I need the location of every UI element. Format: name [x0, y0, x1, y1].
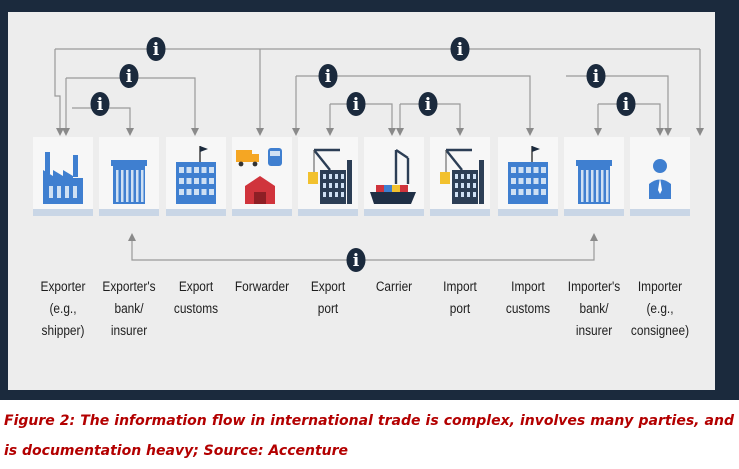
tile-export-port: [298, 137, 358, 216]
tile-background: [364, 137, 424, 216]
svg-text:i: i: [593, 67, 600, 87]
tile-base: [298, 209, 358, 216]
party-label-importer: Importer (e.g., consignee): [630, 279, 690, 338]
tile-import-port: [430, 137, 490, 216]
svg-text:i: i: [97, 95, 104, 115]
svg-text:i: i: [126, 67, 133, 87]
party-label-forwarder: Forwarder: [234, 279, 290, 294]
party-label-export-customs: Export customs: [173, 279, 219, 316]
info-badge-icon: i: [346, 92, 366, 116]
svg-text:i: i: [325, 67, 332, 87]
info-badge-icon: i: [616, 92, 636, 116]
tile-background: [232, 137, 292, 216]
svg-text:i: i: [353, 95, 360, 115]
party-tiles: [33, 137, 690, 216]
tile-base: [364, 209, 424, 216]
port-crane-icon: [308, 148, 352, 204]
party-label-import-port: Import port: [443, 279, 477, 316]
party-label-importer-bank: Importer's bank/ insurer: [567, 279, 621, 338]
tile-import-customs: [498, 137, 558, 216]
tile-base: [232, 209, 292, 216]
tile-exporter-bank: [99, 137, 159, 216]
bank-building-icon: [576, 160, 612, 204]
info-badge-icon: i: [346, 248, 366, 272]
tile-base: [498, 209, 558, 216]
factory-icon: [43, 152, 83, 204]
tile-base: [564, 209, 624, 216]
tile-importer: [630, 137, 690, 216]
connector-outer-top-left: [54, 49, 64, 136]
svg-text:i: i: [353, 251, 360, 271]
party-label-exporter-bank: Exporter's bank/ insurer: [102, 279, 156, 338]
tile-importer-bank: [564, 137, 624, 216]
svg-text:i: i: [457, 40, 464, 60]
info-badge-icon: i: [119, 64, 139, 88]
tile-base: [33, 209, 93, 216]
svg-text:i: i: [425, 95, 432, 115]
forwarder-icon: [236, 148, 282, 204]
connector-export-customs-link: [66, 77, 199, 136]
info-badge-icon: i: [146, 37, 166, 61]
svg-text:i: i: [153, 40, 160, 60]
party-label-export-port: Export port: [310, 279, 346, 316]
svg-text:i: i: [623, 95, 630, 115]
tile-base: [630, 209, 690, 216]
tile-exporter: [33, 137, 93, 216]
tile-base: [166, 209, 226, 216]
party-label-carrier: Carrier: [375, 279, 413, 294]
tile-background: [630, 137, 690, 216]
party-label-import-customs: Import customs: [505, 279, 551, 316]
container-ship-icon: [370, 149, 416, 204]
arrowhead-up-left: [128, 233, 136, 241]
tile-forwarder: [232, 137, 292, 216]
customs-building-icon: [508, 146, 548, 204]
info-badge-icon: i: [90, 92, 110, 116]
party-label-exporter: Exporter (e.g., shipper): [40, 279, 86, 338]
tile-carrier: [364, 137, 424, 216]
info-badge-icon: i: [450, 37, 470, 61]
arrowhead-up-right: [590, 233, 598, 241]
info-badge-icon: i: [318, 64, 338, 88]
tile-base: [99, 209, 159, 216]
tile-export-customs: [166, 137, 226, 216]
bank-building-icon: [111, 160, 147, 204]
figure-caption: Figure 2: The information flow in intern…: [4, 413, 734, 459]
person-icon: [649, 159, 671, 199]
customs-building-icon: [176, 146, 216, 204]
tile-base: [430, 209, 490, 216]
connector-import-customs-link: [296, 75, 534, 136]
info-badge-icon: i: [586, 64, 606, 88]
flow-connectors: [54, 48, 704, 261]
port-crane-icon: [440, 148, 484, 204]
info-badge-icon: i: [418, 92, 438, 116]
